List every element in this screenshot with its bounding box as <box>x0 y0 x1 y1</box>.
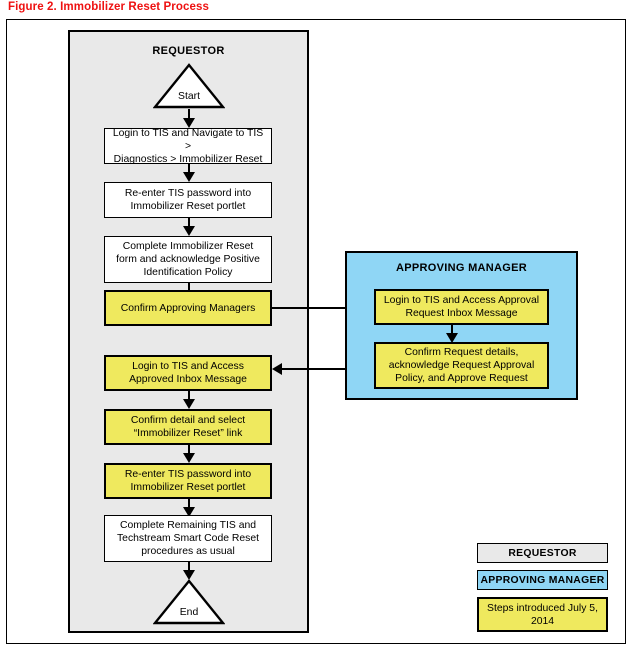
step-confirm-approve-request-line1: Confirm Request details, <box>404 347 519 358</box>
step-login-navigate[interactable]: Login to TIS and Navigate to TIS > Diagn… <box>104 127 272 165</box>
connector-step2-to-step3 <box>187 218 191 228</box>
end-terminator: End <box>153 579 225 625</box>
step-reenter-password-2-line1: Re-enter TIS password into <box>124 469 252 480</box>
step-complete-form-line3: Identification Policy <box>143 267 233 278</box>
step-login-navigate-line1: Login to TIS and Navigate to TIS > <box>112 127 264 152</box>
step-confirm-detail-select-link-line1: Confirm detail and select <box>130 415 246 426</box>
legend-item-new-steps-line2: July 5, 2014 <box>530 602 598 627</box>
step-complete-form[interactable]: Complete Immobilizer Reset form and ackn… <box>104 236 272 283</box>
connector-requestor-to-manager <box>272 306 366 310</box>
figure-title: Figure 2. Immobilizer Reset Process <box>8 1 209 13</box>
step-complete-remaining-line1: Complete Remaining TIS and <box>119 520 257 531</box>
step-reenter-password-1-line2: Immobilizer Reset portlet <box>130 201 246 212</box>
step-reenter-password-2-line2: Immobilizer Reset portlet <box>130 482 246 493</box>
swimlane-approving-manager-title: APPROVING MANAGER <box>396 262 527 274</box>
start-terminator: Start <box>153 63 225 109</box>
step-confirm-approving-managers[interactable]: Confirm Approving Managers <box>104 290 272 326</box>
step-confirm-approve-request-line2: acknowledge Request Approval <box>388 360 535 371</box>
connector-manager-step1-to-step2 <box>450 325 454 335</box>
step-login-approval-inbox-line2: Request Inbox Message <box>405 308 518 319</box>
step-login-navigate-line2: Diagnostics > Immobilizer Reset <box>113 153 263 165</box>
legend-item-new-steps: Steps introduced July 5, 2014 <box>477 597 608 632</box>
step-login-approval-inbox[interactable]: Login to TIS and Access Approval Request… <box>374 289 549 325</box>
legend-item-requestor: REQUESTOR <box>477 543 608 563</box>
arrowhead-step6-to-step7 <box>182 453 195 463</box>
step-login-approved-inbox-line1: Login to TIS and Access <box>132 361 244 372</box>
legend-item-requestor-label: REQUESTOR <box>508 547 577 559</box>
swimlane-requestor-title: REQUESTOR <box>152 45 225 57</box>
connector-step3-to-step4 <box>187 283 191 293</box>
step-complete-remaining[interactable]: Complete Remaining TIS and Techstream Sm… <box>104 515 272 562</box>
arrowhead-manager-to-requestor <box>272 362 282 375</box>
step-complete-remaining-line2: Techstream Smart Code Reset <box>116 533 260 544</box>
connector-step8-to-end <box>187 562 191 572</box>
connector-manager-to-requestor <box>282 367 376 371</box>
step-confirm-approving-managers-line1: Confirm Approving Managers <box>120 302 256 314</box>
start-terminator-label: Start <box>178 91 200 102</box>
connector-start-to-step1 <box>187 109 191 121</box>
connector-step5-to-step6 <box>187 391 191 401</box>
step-complete-form-line1: Complete Immobilizer Reset <box>122 241 254 252</box>
arrowhead-step2-to-step3 <box>182 226 195 236</box>
legend-item-new-steps-line1: Steps introduced <box>487 602 566 614</box>
step-login-approval-inbox-line1: Login to TIS and Access Approval <box>383 295 540 306</box>
legend-item-approving-manager-label: APPROVING MANAGER <box>480 574 605 586</box>
end-terminator-label: End <box>179 607 199 618</box>
step-complete-form-line2: form and acknowledge Positive <box>116 254 260 265</box>
step-reenter-password-1-line1: Re-enter TIS password into <box>124 188 252 199</box>
arrowhead-step7-to-step8 <box>182 507 195 517</box>
connector-step6-to-step7 <box>187 445 191 455</box>
step-reenter-password-1[interactable]: Re-enter TIS password into Immobilizer R… <box>104 182 272 218</box>
connector-step7-to-step8 <box>187 499 191 509</box>
connector-step1-to-step2 <box>187 164 191 174</box>
arrowhead-step1-to-step2 <box>182 172 195 182</box>
step-confirm-approve-request[interactable]: Confirm Request details, acknowledge Req… <box>374 342 549 389</box>
step-confirm-detail-select-link[interactable]: Confirm detail and select “Immobilizer R… <box>104 409 272 445</box>
step-reenter-password-2[interactable]: Re-enter TIS password into Immobilizer R… <box>104 463 272 499</box>
legend-item-approving-manager: APPROVING MANAGER <box>477 570 608 590</box>
step-complete-remaining-line3: procedures as usual <box>141 546 235 557</box>
step-confirm-approve-request-line3: Policy, and Approve Request <box>395 373 528 384</box>
arrowhead-step8-to-end <box>182 570 195 580</box>
step-login-approved-inbox[interactable]: Login to TIS and Access Approved Inbox M… <box>104 355 272 391</box>
step-confirm-detail-select-link-line2: “Immobilizer Reset” link <box>133 428 243 439</box>
arrowhead-start-to-step1 <box>182 118 195 128</box>
arrowhead-manager-step1-to-step2 <box>445 333 458 343</box>
arrowhead-step5-to-step6 <box>182 399 195 409</box>
step-login-approved-inbox-line2: Approved Inbox Message <box>129 374 247 385</box>
